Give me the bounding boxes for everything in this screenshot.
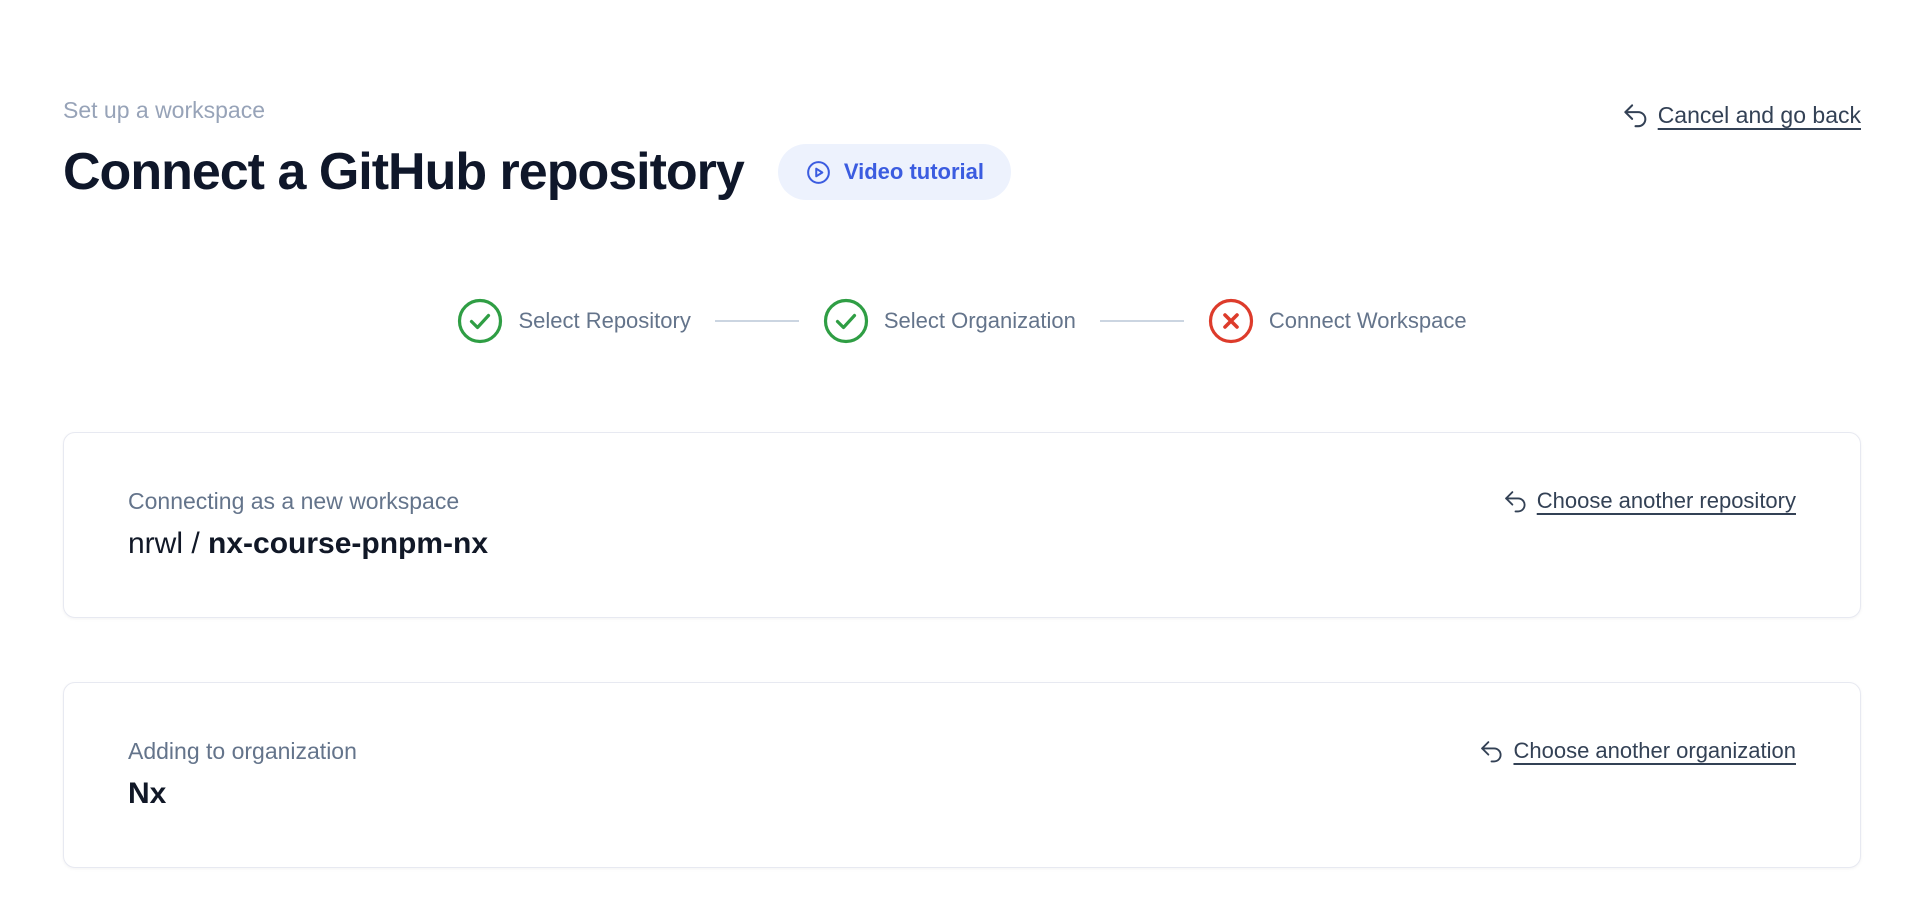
- choose-another-organization-link[interactable]: Choose another organization: [1479, 738, 1796, 764]
- organization-value: Nx: [128, 777, 167, 810]
- title-row: Connect a GitHub repository Video tutori…: [63, 140, 1012, 204]
- header-left: Set up a workspace Connect a GitHub repo…: [63, 96, 1012, 204]
- repository-card-label: Connecting as a new workspace: [128, 488, 460, 514]
- organization-card: Adding to organization Nx Choose another…: [63, 682, 1861, 868]
- cancel-link-label: Cancel and go back: [1657, 102, 1861, 128]
- video-tutorial-button[interactable]: Video tutorial: [777, 144, 1012, 200]
- choose-organization-label: Choose another organization: [1513, 738, 1796, 763]
- eyebrow-text: Set up a workspace: [63, 97, 266, 123]
- check-circle-icon: [457, 298, 503, 344]
- page-title: Connect a GitHub repository: [63, 143, 745, 201]
- repository-name: nrwl / nx-course-pnpm-nx: [128, 524, 488, 564]
- repository-card: Connecting as a new workspace nrwl / nx-…: [63, 432, 1861, 618]
- step-label: Connect Workspace: [1268, 308, 1467, 333]
- x-circle-icon: [1208, 298, 1254, 344]
- choose-another-repository-link[interactable]: Choose another repository: [1503, 488, 1796, 514]
- step-connect-workspace: Connect Workspace: [1208, 298, 1467, 344]
- check-circle-icon: [823, 298, 869, 344]
- undo-icon: [1503, 489, 1528, 514]
- page-header: Set up a workspace Connect a GitHub repo…: [63, 96, 1861, 204]
- repository-owner: nrwl /: [128, 527, 209, 560]
- organization-card-label: Adding to organization: [128, 738, 357, 764]
- setup-stepper: Select Repository Select Organization Co…: [63, 298, 1861, 344]
- choose-repository-label: Choose another repository: [1536, 488, 1796, 513]
- play-circle-icon: [805, 159, 832, 186]
- repository-repo: nx-course-pnpm-nx: [208, 527, 489, 560]
- step-label: Select Organization: [883, 308, 1076, 333]
- step-select-repository: Select Repository: [457, 298, 691, 344]
- step-label: Select Repository: [518, 308, 691, 333]
- stepper-connector: [714, 320, 799, 322]
- cancel-and-go-back-link[interactable]: Cancel and go back: [1622, 102, 1861, 129]
- video-tutorial-label: Video tutorial: [843, 159, 985, 184]
- undo-icon: [1479, 739, 1504, 764]
- undo-icon: [1622, 102, 1649, 129]
- organization-name: Nx: [128, 774, 357, 814]
- repository-card-info: Connecting as a new workspace nrwl / nx-…: [128, 486, 488, 564]
- step-select-organization: Select Organization: [823, 298, 1076, 344]
- organization-card-info: Adding to organization Nx: [128, 736, 357, 814]
- stepper-connector: [1099, 320, 1184, 322]
